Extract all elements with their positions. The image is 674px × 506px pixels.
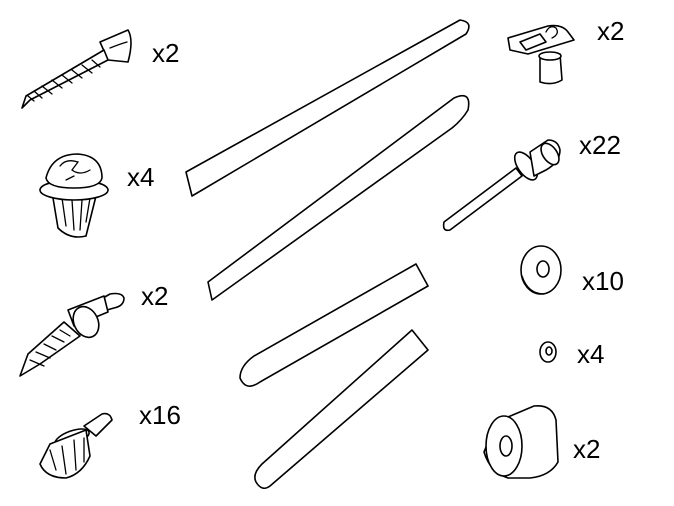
trim-clip-icon	[39, 412, 113, 479]
push-rivet-qty: x4	[127, 162, 154, 192]
spacer-icon	[483, 404, 559, 479]
trim-clip-qty: x16	[139, 400, 181, 430]
blind-rivet-qty: x22	[579, 130, 621, 160]
push-rivet-icon	[39, 153, 109, 238]
blind-rivet-icon	[442, 139, 561, 232]
washer-icon	[520, 245, 562, 295]
spring-clip-icon	[507, 24, 575, 85]
trim-strip-icon	[185, 19, 470, 490]
expansion-plug-icon	[19, 292, 125, 377]
spacer-qty: x2	[573, 434, 600, 464]
wood-screw-qty: x2	[152, 38, 179, 68]
wood-screw-icon	[21, 29, 132, 109]
small-washer-qty: x4	[577, 339, 604, 369]
small-washer-icon	[539, 341, 557, 363]
expansion-plug-qty: x2	[141, 281, 168, 311]
washer-qty: x10	[582, 266, 624, 296]
spring-clip-qty: x2	[597, 16, 624, 46]
